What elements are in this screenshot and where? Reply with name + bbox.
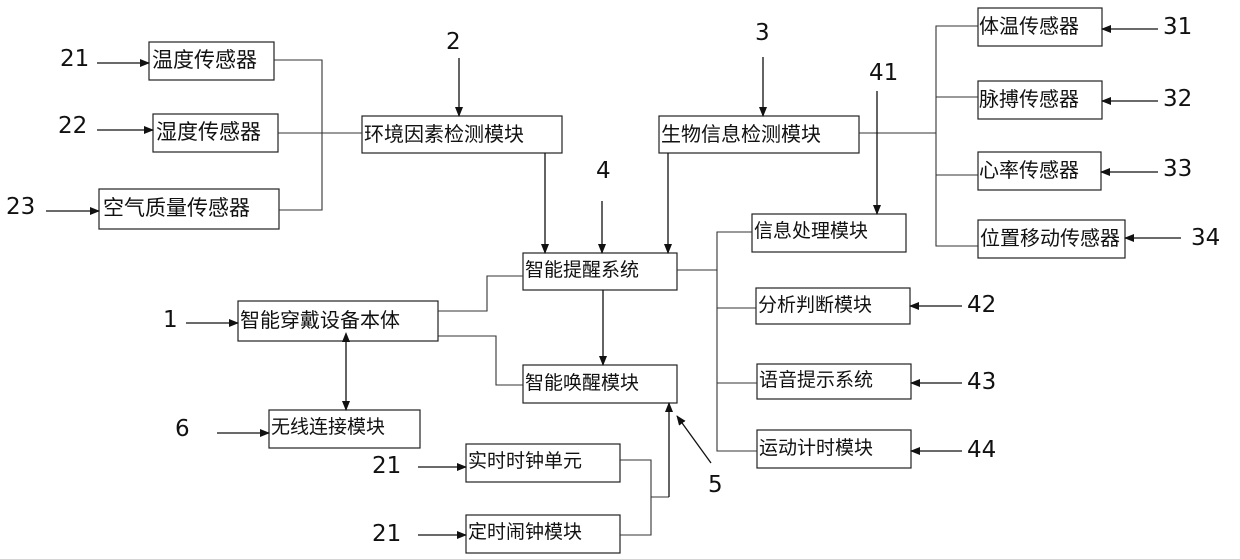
pulse-sensor-label: 脉搏传感器 — [979, 89, 1079, 109]
ref-label-31: 31 — [1163, 16, 1192, 39]
bio-detection-module-label: 生物信息检测模块 — [661, 124, 821, 144]
ref-label-5: 5 — [708, 474, 723, 497]
wireless-module-label: 无线连接模块 — [271, 418, 385, 437]
link-clocks-bus — [620, 460, 651, 535]
ref-label-3: 3 — [755, 22, 770, 45]
link-wearable-reminder — [438, 276, 523, 311]
bus-reminder-modules-tail — [717, 270, 757, 451]
ref-label-6: 6 — [175, 418, 190, 441]
smart-wakeup-module-label: 智能唤醒模块 — [525, 374, 639, 393]
wearable-body-label: 智能穿戴设备本体 — [240, 310, 400, 330]
bus-bio-sensors — [936, 26, 978, 246]
ref-label-22: 22 — [58, 115, 87, 138]
ref-label-42: 42 — [967, 294, 996, 317]
exercise-timer-module-label: 运动计时模块 — [759, 439, 873, 458]
ref-label-44: 44 — [967, 439, 996, 462]
ref-label-21a: 21 — [60, 48, 89, 71]
bus-env-sensors — [274, 60, 322, 210]
ref-label-1: 1 — [163, 309, 178, 332]
voice-prompt-system-label: 语音提示系统 — [759, 371, 873, 390]
ref-label-33: 33 — [1163, 158, 1192, 181]
ref-label-21c: 21 — [372, 523, 401, 546]
temperature-sensor-label: 温度传感器 — [152, 50, 257, 71]
ref-label-43: 43 — [967, 371, 996, 394]
analysis-module-label: 分析判断模块 — [758, 296, 872, 315]
ref-label-21b: 21 — [372, 455, 401, 478]
humidity-sensor-label: 湿度传感器 — [156, 122, 261, 143]
position-sensor-label: 位置移动传感器 — [980, 228, 1120, 248]
air-quality-sensor-label: 空气质量传感器 — [103, 198, 250, 219]
smart-reminder-system-label: 智能提醒系统 — [525, 261, 639, 280]
realtime-clock-label: 实时时钟单元 — [468, 452, 582, 471]
body-temp-sensor-label: 体温传感器 — [979, 16, 1079, 36]
ref-label-2: 2 — [446, 31, 461, 54]
ref-label-23: 23 — [6, 196, 35, 219]
bus-reminder-modules — [677, 232, 752, 270]
link-wearable-wakeup — [438, 336, 523, 385]
ref-arrow-5 — [677, 416, 711, 463]
ref-label-32: 32 — [1163, 88, 1192, 111]
alarm-clock-module-label: 定时闹钟模块 — [468, 523, 582, 542]
ref-label-34: 34 — [1191, 227, 1220, 250]
info-processing-module-label: 信息处理模块 — [754, 222, 868, 241]
heart-rate-sensor-label: 心率传感器 — [979, 160, 1079, 180]
ref-label-41: 41 — [869, 62, 898, 85]
env-detection-module-label: 环境因素检测模块 — [364, 124, 524, 144]
ref-label-4: 4 — [596, 160, 611, 183]
